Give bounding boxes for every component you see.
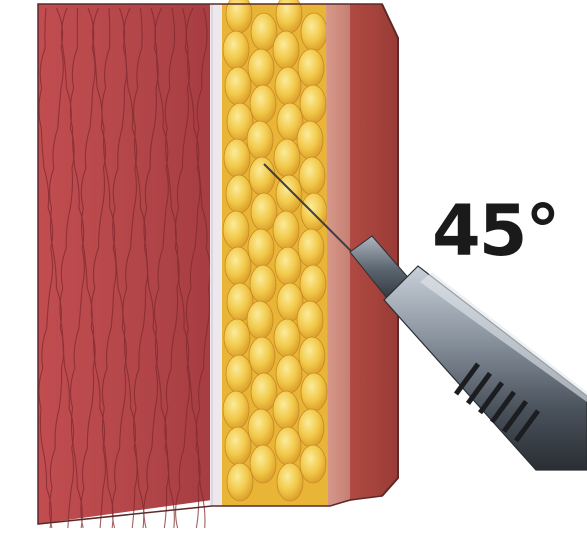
fat-cell (275, 247, 301, 285)
fat-cell (300, 85, 326, 123)
fat-cell (273, 391, 299, 429)
fat-cell (249, 157, 275, 195)
fat-cell (300, 265, 326, 303)
fat-cell (249, 337, 275, 375)
fat-cell (274, 319, 300, 357)
fat-cell (275, 427, 301, 465)
fat-cell (227, 463, 253, 501)
fat-cell (273, 211, 299, 249)
fat-cell (301, 13, 327, 51)
fat-cell (301, 193, 327, 231)
fat-cell (248, 409, 274, 447)
fat-cell (248, 229, 274, 267)
fat-cell (224, 319, 250, 357)
fat-cell (299, 157, 325, 195)
fat-cell (250, 445, 276, 483)
fat-cell (225, 427, 251, 465)
fat-cell (273, 31, 299, 69)
fat-cell (301, 373, 327, 411)
fat-cell (224, 139, 250, 177)
fat-cell (225, 247, 251, 285)
fat-cell (297, 121, 323, 159)
fat-cell (247, 301, 273, 339)
fat-cell (226, 0, 252, 33)
fat-cell (276, 355, 302, 393)
fat-cell (248, 49, 274, 87)
fat-cell (226, 175, 252, 213)
fat-cell (225, 67, 251, 105)
fat-cell (223, 391, 249, 429)
angle-label: 45° (432, 196, 558, 266)
fat-cell (247, 121, 273, 159)
fat-layer (222, 0, 330, 506)
fat-cell (226, 355, 252, 393)
fat-cell (250, 85, 276, 123)
fat-cell (275, 67, 301, 105)
fat-cell (299, 337, 325, 375)
fat-cell (277, 463, 303, 501)
fat-cell (300, 445, 326, 483)
fat-cell (297, 301, 323, 339)
muscle-layer (38, 4, 212, 528)
fat-cell (250, 265, 276, 303)
fat-cell (223, 211, 249, 249)
fat-cell (298, 409, 324, 447)
fat-cell (298, 49, 324, 87)
syringe-barrel (384, 266, 587, 470)
fat-cell (298, 229, 324, 267)
fascia-layer (210, 4, 224, 506)
fat-cell (223, 31, 249, 69)
fat-cell (276, 0, 302, 33)
fat-cell (274, 139, 300, 177)
